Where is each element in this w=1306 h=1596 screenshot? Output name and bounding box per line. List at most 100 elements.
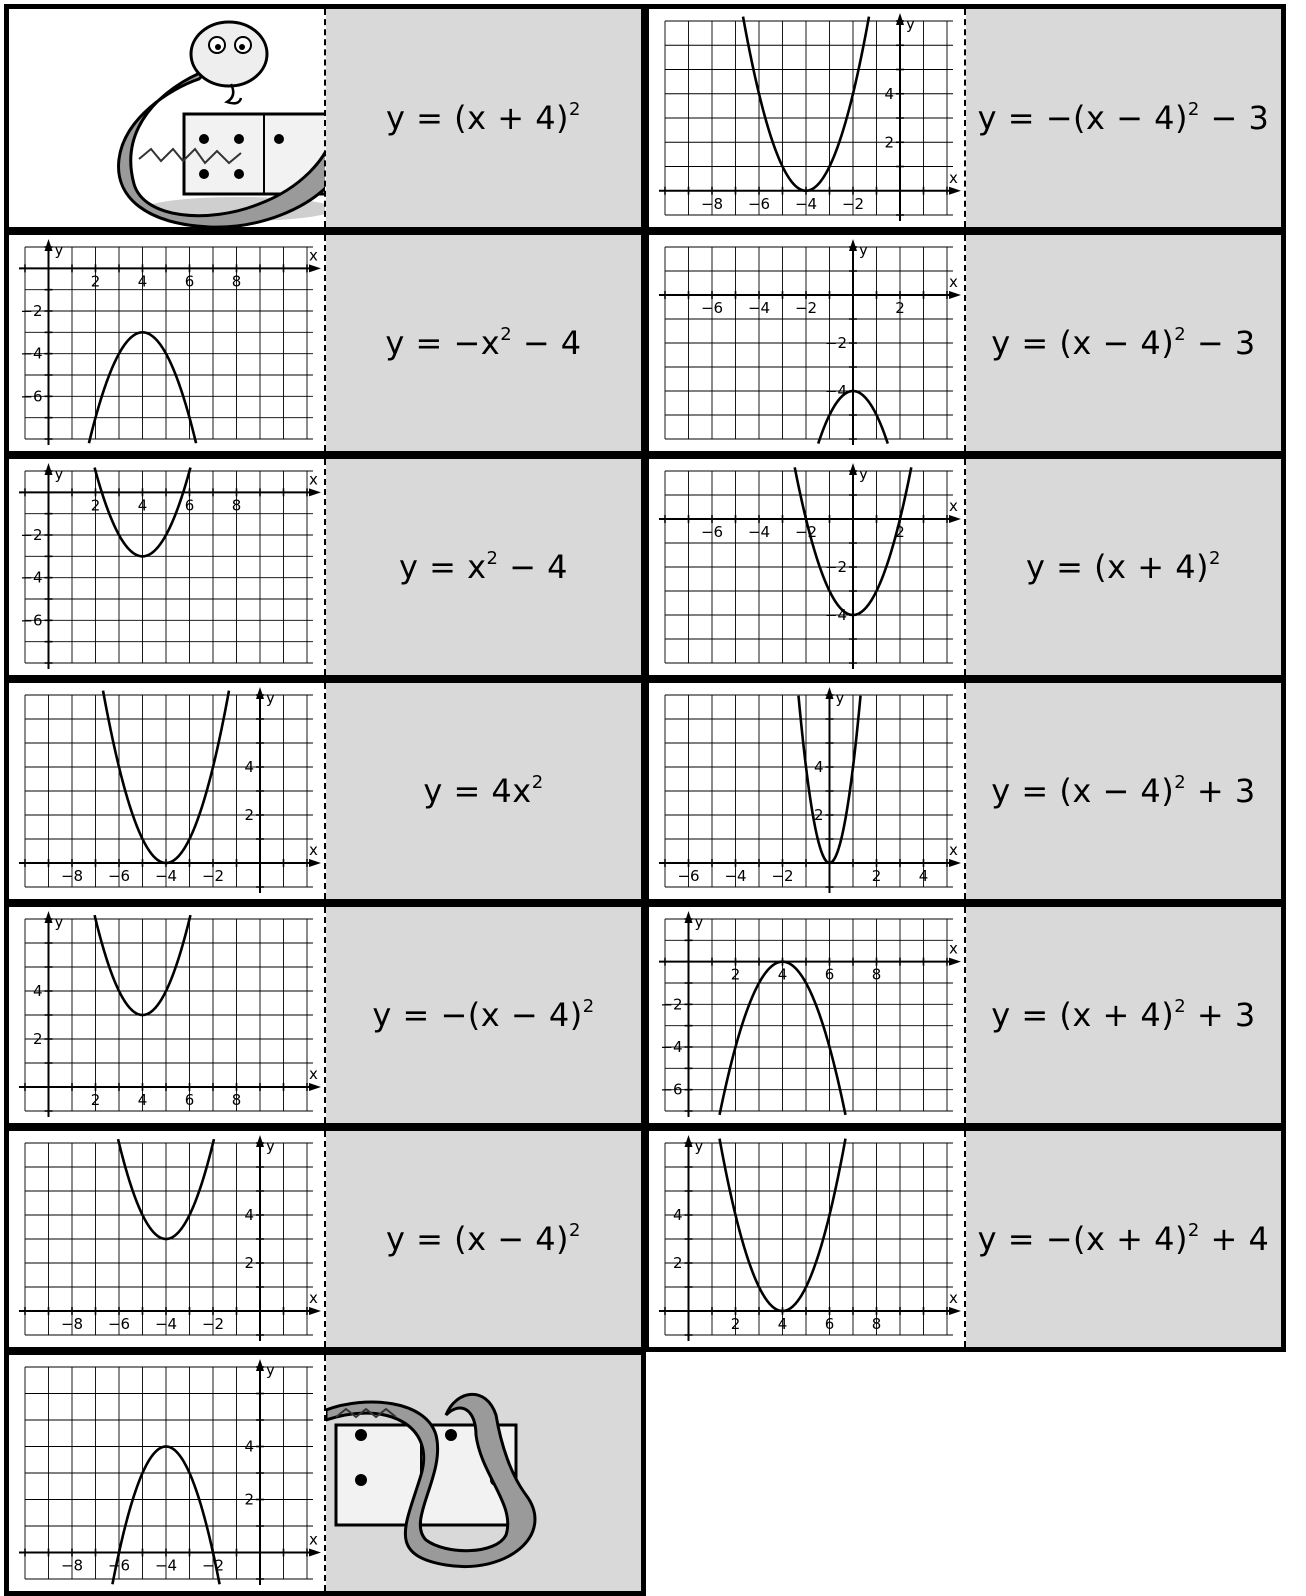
x-tick-label: −2: [795, 523, 817, 541]
parabola-graph-8: xy246824: [9, 907, 325, 1123]
x-tick-label: 4: [138, 272, 148, 290]
x-tick-label: −8: [61, 1557, 83, 1575]
parabola-graph-9: xy2468−2−4−6: [649, 907, 965, 1123]
domino-right-half: y = (x − 4)2: [326, 1131, 641, 1347]
x-axis-arrow: [949, 958, 961, 966]
x-axis-arrow: [949, 1307, 961, 1315]
equation-base: y = (x − 4): [991, 324, 1174, 362]
equation: y = −(x − 4)2 − 3: [978, 99, 1270, 137]
x-axis-arrow: [949, 291, 961, 299]
y-tick-label: 2: [884, 133, 894, 151]
y-axis-label: y: [266, 1137, 275, 1155]
x-tick-label: −2: [202, 867, 224, 885]
x-axis-label: x: [309, 841, 318, 859]
y-axis-label: y: [906, 15, 915, 33]
domino-left-half: xy−6−4−22−2−4: [649, 235, 965, 451]
equation: y = (x + 4)2 + 3: [991, 996, 1255, 1034]
equation-base: y = (x + 4): [991, 996, 1174, 1034]
x-tick-label: −4: [155, 867, 177, 885]
domino-left-half: xy246824: [649, 1131, 965, 1347]
y-axis-label: y: [695, 1137, 704, 1155]
domino-card: xy−8−6−4−224y = (x − 4)2: [4, 1126, 646, 1352]
x-tick-label: 2: [91, 496, 101, 514]
domino-right-half: y = (x + 4)2: [326, 9, 641, 227]
x-axis-label: x: [949, 841, 958, 859]
x-axis-label: x: [309, 1065, 318, 1083]
equation-tail: + 4: [1200, 1220, 1270, 1258]
y-axis-arrow: [256, 1135, 264, 1147]
x-tick-label: 2: [731, 1315, 741, 1333]
equation: y = (x − 4)2: [386, 1220, 581, 1258]
x-tick-label: 8: [872, 1315, 882, 1333]
y-tick-label: −2: [20, 526, 42, 544]
grid: [665, 1143, 953, 1335]
parabola-graph-3: xy−6−4−22−2−4: [649, 235, 965, 451]
y-axis-arrow: [256, 1359, 264, 1371]
y-axis-label: y: [859, 241, 868, 259]
x-axis-arrow: [309, 264, 321, 272]
equation: y = (x − 4)2 + 3: [991, 772, 1255, 810]
equation-tail: + 3: [1186, 996, 1256, 1034]
y-tick-label: −2: [825, 558, 847, 576]
parabola-graph-12: xy−8−6−4−224: [9, 1355, 325, 1591]
x-tick-label: −8: [61, 867, 83, 885]
domino-left-half: [9, 9, 325, 227]
x-axis-label: x: [309, 246, 318, 264]
x-tick-label: −6: [701, 523, 723, 541]
y-tick-label: 4: [244, 1438, 254, 1456]
equation-exponent: 2: [500, 324, 512, 345]
x-axis-label: x: [309, 1289, 318, 1307]
equation: y = (x − 4)2 − 3: [991, 324, 1255, 362]
y-tick-label: −4: [660, 1038, 682, 1056]
x-tick-label: −2: [202, 1557, 224, 1575]
y-tick-label: −2: [825, 334, 847, 352]
domino-left-half: xy−6−4−22424: [649, 683, 965, 899]
x-tick-label: −2: [771, 867, 793, 885]
y-tick-label: 4: [673, 1206, 683, 1224]
equation-exponent: 2: [1209, 548, 1221, 569]
y-axis-arrow: [849, 463, 857, 475]
x-axis-arrow: [309, 1549, 321, 1557]
equation: y = −x2 − 4: [385, 324, 581, 362]
domino-left-half: xy−8−6−4−224: [9, 1355, 325, 1591]
grid: [25, 695, 313, 887]
x-axis-arrow: [309, 488, 321, 496]
y-axis-label: y: [55, 465, 64, 483]
y-tick-label: −4: [20, 345, 42, 363]
x-axis-label: x: [949, 169, 958, 187]
y-tick-label: 2: [33, 1030, 43, 1048]
parabola-graph-6: xy−8−6−4−224: [9, 683, 325, 899]
y-tick-label: 4: [33, 982, 43, 1000]
equation-base: y = −x: [385, 324, 500, 362]
domino-right-half: y = 4x2: [326, 683, 641, 899]
y-axis-label: y: [55, 241, 64, 259]
y-axis-arrow: [826, 687, 834, 699]
equation-base: y = (x − 4): [991, 772, 1174, 810]
x-axis-arrow: [949, 859, 961, 867]
x-tick-label: −2: [842, 195, 864, 213]
domino-right-half: y = x2 − 4: [326, 459, 641, 675]
equation: y = 4x2: [423, 772, 543, 810]
y-tick-label: −2: [20, 302, 42, 320]
domino-left-half: xy−8−6−4−224: [9, 1131, 325, 1347]
equation: y = −(x − 4)2: [372, 996, 594, 1034]
domino-right-half: y = −(x + 4)2 + 4: [966, 1131, 1281, 1347]
y-tick-label: 2: [673, 1254, 683, 1272]
equation-exponent: 2: [487, 548, 499, 569]
snake-end-illustration: [326, 1355, 641, 1591]
y-axis-label: y: [836, 689, 845, 707]
y-tick-label: 2: [814, 806, 824, 824]
x-tick-label: −8: [701, 195, 723, 213]
y-tick-label: 2: [244, 806, 254, 824]
y-tick-label: −4: [20, 569, 42, 587]
domino-right-half: y = (x − 4)2 + 3: [966, 683, 1281, 899]
domino-left-half: xy−6−4−22−2−4: [649, 459, 965, 675]
y-axis-arrow: [45, 911, 53, 923]
